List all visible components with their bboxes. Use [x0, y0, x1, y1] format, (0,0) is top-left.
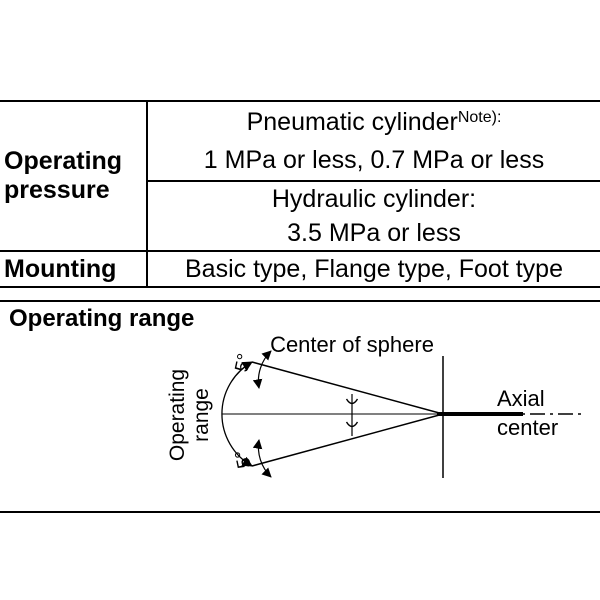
- axial-center-label-line2: center: [497, 415, 558, 440]
- pneumatic-value: 1 MPa or less, 0.7 MPa or less: [203, 146, 545, 174]
- hydraulic-cell: Hydraulic cylinder: 3.5 MPa or less: [146, 180, 600, 252]
- center-of-sphere-label: Center of sphere: [270, 332, 434, 357]
- angle-label-top: 5°: [231, 352, 255, 374]
- angle-label-bottom: 5°: [231, 448, 255, 470]
- pneumatic-note-ref: Note):: [457, 109, 502, 126]
- operating-range-panel: Operating range: [0, 300, 600, 513]
- hydraulic-name: Hydraulic cylinder:: [271, 185, 477, 213]
- operating-range-diagram: Center of sphere Axial center Operating …: [166, 332, 584, 478]
- angle-dimension-bottom: [252, 439, 272, 478]
- swing-line-bottom: [251, 413, 444, 467]
- angle-dimension-top: [252, 350, 272, 389]
- swing-line-top: [251, 361, 444, 415]
- pneumatic-cell: Pneumatic cylinderNote): 1 MPa or less, …: [146, 100, 600, 182]
- eccentricity-marks: [345, 394, 359, 436]
- pneumatic-name: Pneumatic cylinder: [246, 108, 458, 136]
- spec-table: Operating pressure Pneumatic cylinderNot…: [0, 100, 600, 288]
- row-header-operating-pressure: Operating pressure: [0, 100, 148, 252]
- operating-range-label-line2: range: [190, 388, 213, 442]
- operating-range-title: Operating range: [9, 305, 195, 332]
- mounting-cell: Basic type, Flange type, Foot type: [146, 250, 600, 288]
- hydraulic-value: 3.5 MPa or less: [287, 219, 461, 247]
- operating-range-arc: [221, 361, 253, 467]
- operating-range-label-line1: Operating: [166, 369, 189, 461]
- row-header-mounting: Mounting: [0, 250, 148, 288]
- axial-center-label-line1: Axial: [497, 386, 545, 411]
